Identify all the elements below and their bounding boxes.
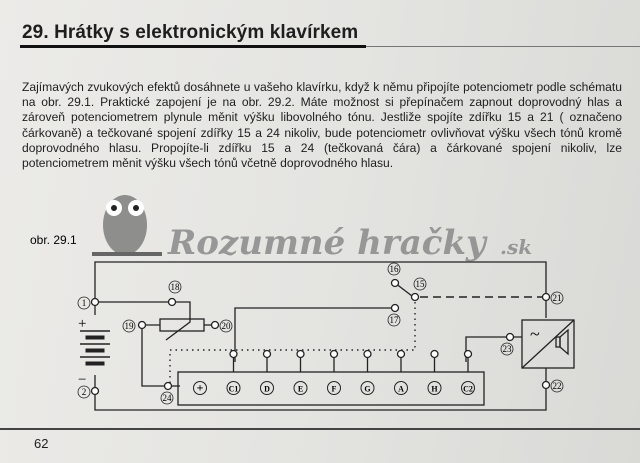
key-terminal <box>296 349 305 359</box>
terminal-label: 24 <box>163 393 173 403</box>
terminal-20 <box>210 320 220 330</box>
key-terminal <box>229 349 238 359</box>
battery-icon <box>80 330 110 366</box>
page-bottom-rule <box>0 428 640 430</box>
terminal-21 <box>541 292 551 302</box>
terminal-label: 16 <box>390 264 400 274</box>
chapter-title: 29. Hrátky s elektronickým klavírkem <box>22 22 359 43</box>
watermark-suffix: .sk <box>500 235 532 259</box>
terminal-label: 17 <box>390 315 400 325</box>
terminal-label: 18 <box>171 282 181 292</box>
terminal-2 <box>90 386 100 396</box>
key-a: A <box>398 385 404 394</box>
key-terminal <box>396 349 406 359</box>
key-terminal <box>329 349 339 359</box>
battery-minus: − <box>78 372 86 388</box>
terminal-1 <box>90 297 100 307</box>
key-c2: C2 <box>463 385 473 394</box>
tilde-symbol: ~ <box>530 324 540 344</box>
speaker-icon <box>555 328 569 356</box>
key-terminal <box>363 349 372 359</box>
key-terminal <box>463 349 473 359</box>
key-plus: + <box>197 381 204 395</box>
key-c1: C1 <box>229 385 239 394</box>
body-paragraph: Zajímavých zvukových efektů dosáhnete u … <box>22 80 622 171</box>
key-h: H <box>431 385 438 394</box>
terminal-label: 21 <box>553 293 562 303</box>
owl-logo <box>92 195 162 256</box>
terminal-15 <box>410 292 420 302</box>
key-g: G <box>364 385 370 394</box>
key-terminal <box>430 349 439 359</box>
terminal-label: 23 <box>503 344 513 354</box>
terminal-label: 22 <box>553 381 562 391</box>
title-underline <box>20 45 366 48</box>
terminal-18 <box>167 297 177 307</box>
key-terminal <box>262 349 272 359</box>
header-rule <box>366 46 640 47</box>
terminal-16 <box>390 278 400 288</box>
terminal-label: 1 <box>82 298 87 308</box>
terminal-label: 15 <box>416 279 426 289</box>
terminal-label: 2 <box>82 387 87 397</box>
battery-plus: + <box>78 316 86 332</box>
terminal-23 <box>505 332 515 342</box>
key-d: D <box>264 385 270 394</box>
page-number: 62 <box>34 436 49 451</box>
terminal-17 <box>390 303 400 313</box>
figure-label: obr. 29.1 <box>30 233 77 247</box>
key-f: F <box>332 385 337 394</box>
terminal-22 <box>541 380 551 390</box>
terminal-label: 20 <box>222 321 232 331</box>
terminal-19 <box>137 320 147 330</box>
key-e: E <box>298 385 303 394</box>
terminal-label: 19 <box>125 321 135 331</box>
watermark-text: Rozumné hračky <box>167 223 488 263</box>
terminal-24 <box>163 381 173 391</box>
